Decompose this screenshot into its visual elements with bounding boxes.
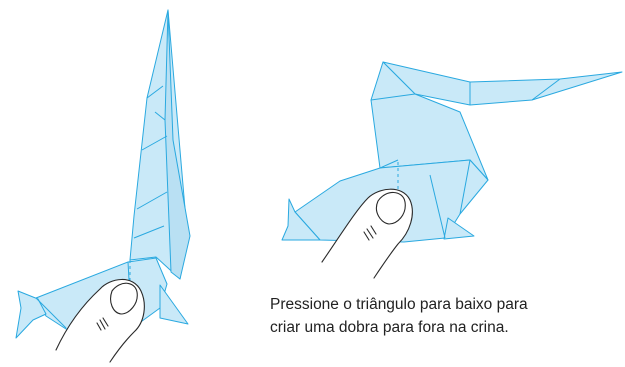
head-panel (382, 61, 623, 106)
instruction-line-2: criar uma dobra para fora na crina. (270, 319, 509, 336)
tail-right (281, 198, 321, 241)
fin-right-folded (443, 217, 475, 240)
origami-figure-right (281, 61, 623, 243)
knuckle-lines-right (363, 225, 377, 241)
tail-left (15, 290, 47, 339)
instruction-caption: Pressione o triângulo para baixo para cr… (270, 293, 615, 339)
hand-left (55, 278, 145, 363)
fold-lines-folded (370, 78, 561, 239)
fold-lines (35, 85, 168, 329)
thumbnail-right (375, 191, 406, 225)
hand-right (321, 188, 413, 279)
instruction-line-1: Pressione o triângulo para baixo para (270, 296, 528, 313)
fin-right (159, 284, 189, 325)
thumbnail-left (110, 282, 138, 315)
knuckle-lines-left (96, 317, 109, 331)
